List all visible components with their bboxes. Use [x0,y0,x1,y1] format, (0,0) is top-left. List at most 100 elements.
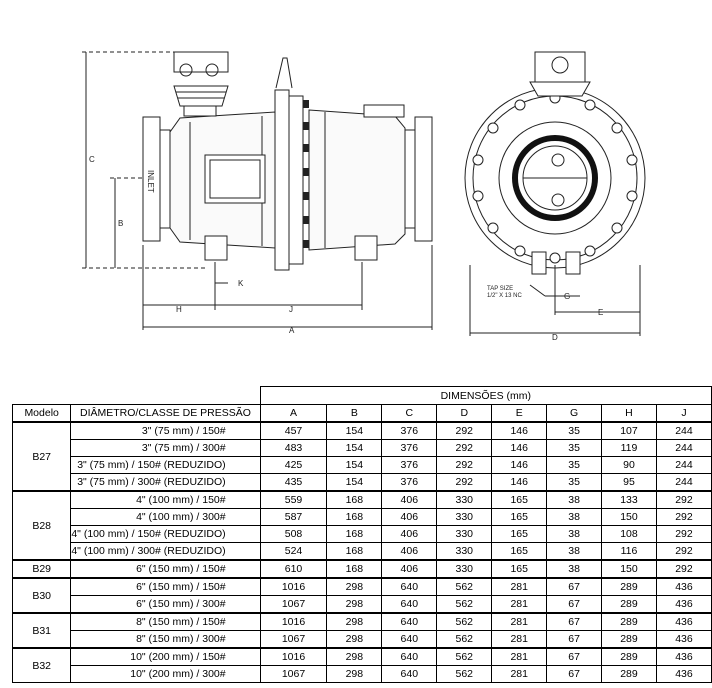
value-cell-h: 133 [601,490,657,509]
value-cell-h: 116 [601,542,657,561]
value-cell-d: 330 [436,490,493,509]
value-cell-c: 406 [381,508,438,526]
value-cell-c: 406 [381,525,438,543]
value-cell-e: 281 [491,665,548,683]
value-cell-c: 376 [381,456,438,474]
value-cell-c: 640 [381,647,438,666]
value-cell-g: 67 [546,612,602,631]
value-cell-e: 281 [491,630,548,649]
value-cell-d: 562 [436,647,493,666]
tap-size-label: TAP SIZE [487,286,513,292]
dim-label-k: K [238,279,244,288]
valve-technical-drawing: INLET [82,51,646,342]
value-cell-j: 244 [655,421,712,440]
value-cell-c: 406 [381,559,438,579]
value-cell-c: 406 [381,542,438,561]
dim-label-b: B [118,219,123,228]
value-cell-g: 67 [546,647,602,666]
value-cell-j: 436 [655,612,712,631]
value-cell-h: 289 [601,595,657,614]
value-cell-b: 298 [326,577,383,596]
value-cell-h: 119 [601,439,657,457]
description-cell: 3" (75 mm) / 300# (REDUZIDO) [70,473,261,492]
value-cell-c: 376 [381,439,438,457]
value-cell-e: 146 [491,439,548,457]
value-cell-d: 292 [436,456,493,474]
value-cell-e: 165 [491,490,548,509]
value-cell-e: 281 [491,577,548,596]
description-cell: 6" (150 mm) / 150# [70,559,261,579]
value-cell-d: 330 [436,525,493,543]
value-cell-g: 67 [546,577,602,596]
value-cell-c: 640 [381,577,438,596]
description-cell: 10" (200 mm) / 300# [70,665,261,683]
value-cell-a: 435 [259,473,328,492]
value-cell-h: 289 [601,577,657,596]
value-cell-d: 562 [436,612,493,631]
value-cell-a: 1016 [259,612,328,631]
value-cell-c: 376 [381,473,438,492]
value-cell-c: 640 [381,595,438,614]
value-cell-d: 292 [436,421,493,440]
value-cell-c: 640 [381,665,438,683]
value-cell-g: 67 [546,665,602,683]
value-cell-b: 168 [326,490,383,509]
value-cell-e: 281 [491,612,548,631]
dim-label-j: J [289,305,293,314]
value-cell-g: 35 [546,439,602,457]
header-dim-h: H [601,404,657,423]
value-cell-h: 95 [601,473,657,492]
value-cell-h: 150 [601,508,657,526]
value-cell-j: 436 [655,630,712,649]
description-cell: 3" (75 mm) / 150# (REDUZIDO) [70,456,261,474]
value-cell-a: 1067 [259,630,328,649]
inlet-label: INLET [146,170,155,193]
value-cell-h: 107 [601,421,657,440]
value-cell-e: 281 [491,647,548,666]
value-cell-c: 640 [381,630,438,649]
header-dim-j: J [655,404,712,423]
value-cell-b: 168 [326,508,383,526]
value-cell-a: 559 [259,490,328,509]
value-cell-g: 38 [546,542,602,561]
value-cell-b: 168 [326,559,383,579]
value-cell-a: 1067 [259,665,328,683]
end-view [464,51,646,336]
value-cell-a: 1016 [259,647,328,666]
value-cell-a: 457 [259,421,328,440]
value-cell-a: 508 [259,525,328,543]
value-cell-b: 298 [326,595,383,614]
dim-label-h: H [176,305,182,314]
value-cell-a: 425 [259,456,328,474]
value-cell-g: 35 [546,456,602,474]
value-cell-e: 165 [491,525,548,543]
dim-label-c: C [89,155,95,164]
value-cell-c: 406 [381,490,438,509]
model-cell: B28 [11,490,72,561]
value-cell-g: 38 [546,508,602,526]
model-cell: B27 [11,421,72,492]
value-cell-b: 154 [326,439,383,457]
value-cell-e: 281 [491,595,548,614]
value-cell-a: 610 [259,559,328,579]
value-cell-b: 298 [326,612,383,631]
description-cell: 4" (100 mm) / 300# (REDUZIDO) [70,542,261,561]
value-cell-b: 298 [326,665,383,683]
dimensions-group-header: DIMENSÕES (mm) [259,386,712,405]
description-cell: 8" (150 mm) / 150# [70,612,261,631]
value-cell-d: 330 [436,508,493,526]
value-cell-b: 154 [326,421,383,440]
value-cell-h: 108 [601,525,657,543]
value-cell-a: 524 [259,542,328,561]
value-cell-c: 640 [381,612,438,631]
value-cell-d: 562 [436,577,493,596]
value-cell-h: 289 [601,630,657,649]
